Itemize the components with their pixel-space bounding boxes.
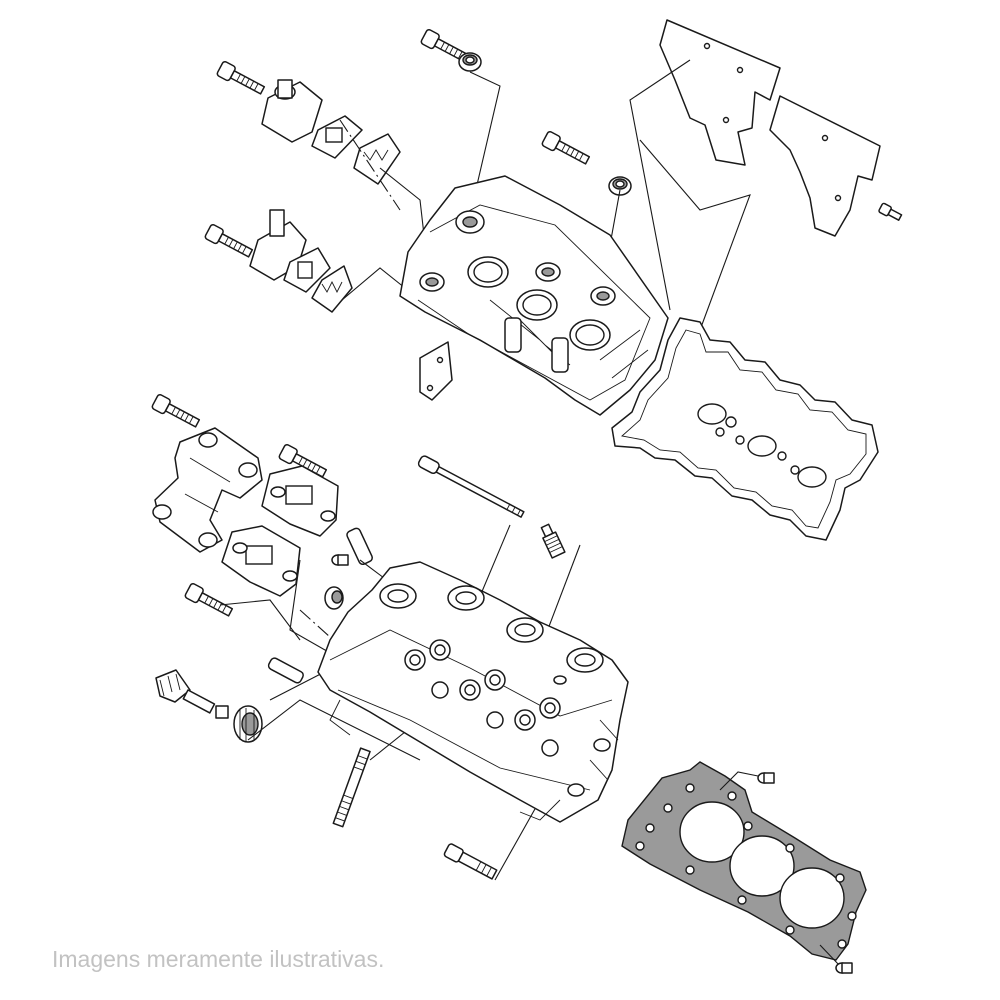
plug-seal-icon <box>324 586 344 610</box>
valve-cover-gasket <box>611 317 879 541</box>
cover-bolt-icon <box>215 59 267 99</box>
head-bolt-icon <box>443 843 498 880</box>
cover-clamp-icon <box>419 341 453 401</box>
cover-bracket <box>659 19 881 237</box>
disclaimer-text: Imagens meramente ilustrativas. <box>52 946 385 972</box>
dowel-pin-icon <box>331 554 349 566</box>
cover-bolt-icon <box>203 222 255 262</box>
camshaft-cap <box>261 465 339 537</box>
camshaft-cap <box>152 427 263 553</box>
cover-bolt-icon <box>540 129 592 169</box>
oil-jet-icon <box>267 657 304 684</box>
reed-valve-plate <box>311 115 363 159</box>
cap-bolt-icon <box>183 581 235 621</box>
valve-cover <box>399 175 669 416</box>
breather-housing <box>261 79 323 143</box>
camshaft-cap <box>221 525 301 597</box>
reed-valve <box>353 133 401 185</box>
stud-icon <box>332 747 371 828</box>
head-gasket <box>621 761 867 961</box>
dowel-pin-icon <box>835 962 853 974</box>
spark-plug <box>540 523 566 559</box>
cam-sensor-seal-icon <box>233 705 263 743</box>
cap-bolt-icon <box>150 392 202 432</box>
stud-icon <box>417 455 525 518</box>
cover-washer-icon <box>458 52 482 72</box>
reed-valve-plate <box>283 247 331 293</box>
cylinder-head <box>317 561 629 823</box>
oil-jet-icon <box>346 527 373 566</box>
cam-sensor-icon <box>155 669 229 719</box>
bracket-screw-icon <box>878 202 903 221</box>
dowel-pin-icon <box>757 772 775 784</box>
